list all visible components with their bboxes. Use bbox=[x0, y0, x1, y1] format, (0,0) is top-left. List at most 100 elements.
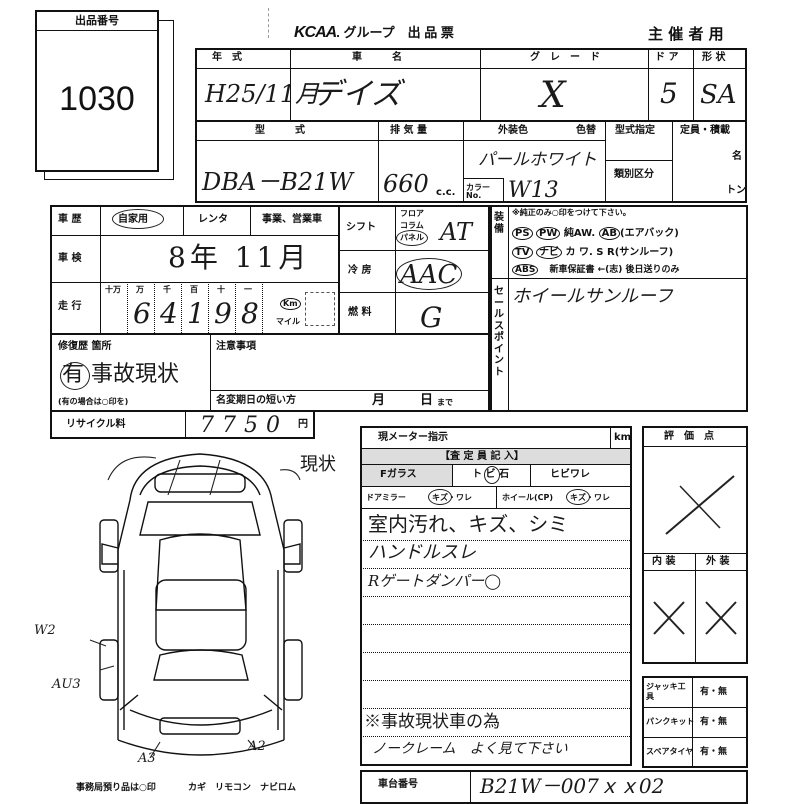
lot-number-box: 出品番号 1030 bbox=[35, 10, 159, 172]
mileage-digit-10k: 6 bbox=[133, 297, 151, 330]
recycle-digit-1: 7 bbox=[200, 413, 214, 438]
km-unit: Km bbox=[280, 298, 301, 310]
shape-label: 形 状 bbox=[702, 52, 726, 63]
score-label: 評 価 点 bbox=[664, 431, 714, 442]
eq-alloy-wheel: 純AW. bbox=[563, 228, 596, 239]
class-label: 類別区分 bbox=[614, 169, 654, 180]
car-diagram bbox=[89, 453, 303, 759]
shift-label: シフト bbox=[346, 222, 376, 233]
mileage-digit-100: 1 bbox=[187, 297, 205, 330]
digit-label-1: 一 bbox=[244, 285, 252, 294]
spare-tire-value: 有・無 bbox=[700, 747, 728, 757]
recycle-unit: 円 bbox=[298, 419, 308, 430]
score-cross bbox=[665, 475, 735, 535]
eq-pw: PW bbox=[536, 227, 561, 240]
displacement-value: 660 bbox=[383, 170, 429, 198]
floor-label: フロア bbox=[400, 209, 424, 218]
shape-value: SA bbox=[700, 80, 737, 110]
capacity-unit-ton: トン bbox=[726, 185, 746, 196]
year-value: H25/11月 bbox=[205, 80, 320, 108]
wheel-circle bbox=[566, 489, 590, 505]
diagram-note: 現状 bbox=[300, 454, 336, 475]
inspector-label-band bbox=[362, 449, 630, 464]
repair-notes-table bbox=[50, 335, 490, 412]
eq-airbag-note: (エアバック) bbox=[620, 228, 679, 239]
door-mirror-label: ドアミラー bbox=[366, 493, 406, 502]
model-label: 型 式 bbox=[255, 125, 305, 136]
crack-label: ヒビワレ bbox=[550, 469, 590, 480]
shift-value: AT bbox=[440, 218, 473, 246]
group-title: . グループ 出 品 票 bbox=[336, 25, 454, 40]
fuel-label: 燃 料 bbox=[348, 307, 372, 318]
color-change-label: 色替 bbox=[576, 125, 596, 136]
office-items-label: 事務局預り品は○印 bbox=[76, 783, 156, 793]
fuel-value: G bbox=[420, 301, 443, 334]
diagram-mark-a2: A2 bbox=[248, 739, 266, 754]
wheel-damage: キズ・ワレ bbox=[570, 493, 610, 502]
recycle-digit-2: 7 bbox=[222, 413, 236, 438]
change-until: まで bbox=[437, 398, 453, 407]
floor-circle bbox=[396, 230, 428, 246]
recycle-table bbox=[50, 412, 315, 439]
history-label: 車 歴 bbox=[58, 214, 82, 225]
eq-sunroof: S R bbox=[596, 247, 615, 258]
diagram-mark-au3: AU3 bbox=[52, 677, 81, 692]
chip-circle bbox=[484, 466, 500, 484]
eq-warranty-later: 後日送りのみ bbox=[625, 265, 680, 275]
repair-sub-label: (有の場合は○印を) bbox=[58, 397, 129, 406]
diagram-mark-a3: A3 bbox=[138, 751, 156, 766]
equipment-line-1: PS PW 純AW. AB(エアバック) bbox=[512, 224, 679, 240]
mileage-digit-10: 9 bbox=[214, 297, 232, 330]
comment-line-8: ※事故現状車の為 bbox=[364, 712, 500, 732]
mileage-digit-1k: 4 bbox=[160, 297, 178, 330]
equipment-note: ※純正のみ○印をつけて下さい。 bbox=[512, 208, 631, 217]
eq-ps: PS bbox=[512, 227, 533, 240]
door-value: 5 bbox=[660, 77, 678, 110]
eq-leather: カ ワ. bbox=[565, 247, 593, 258]
jack-label: ジャッキ工具 bbox=[646, 682, 686, 702]
grade-value: X bbox=[540, 75, 566, 116]
spare-tire-label: スペアタイヤ bbox=[646, 747, 694, 756]
lot-number-label: 出品番号 bbox=[75, 14, 119, 27]
model-value: DBA－B21W bbox=[202, 168, 354, 196]
f-glass-label: Fガラス bbox=[380, 469, 417, 480]
chassis-label: 車台番号 bbox=[378, 779, 418, 790]
puncture-kit-label: パンクキット bbox=[646, 717, 695, 726]
comment-line-2: ハンドルスレ bbox=[368, 542, 476, 563]
name-label: 車 名 bbox=[352, 52, 402, 63]
recycle-label: リサイクル料 bbox=[66, 419, 126, 430]
eq-warranty: 新車保証書 bbox=[549, 265, 595, 275]
sales-point-value: ホイールサンルーフ bbox=[512, 286, 673, 307]
rental-label: レンタ bbox=[198, 214, 228, 225]
inspection-label: 車 検 bbox=[58, 253, 82, 264]
shift-table bbox=[340, 205, 490, 335]
notes-label: 注意事項 bbox=[216, 341, 256, 352]
history-table bbox=[50, 205, 340, 335]
interior-cross bbox=[653, 601, 685, 635]
jack-table bbox=[642, 676, 748, 768]
comment-line-3: Rゲートダンパー◯ bbox=[368, 572, 502, 590]
exterior-cross bbox=[705, 601, 737, 635]
eq-warranty-mark: ←(志) bbox=[597, 265, 623, 275]
organizer-label: 主 催 者 用 bbox=[648, 25, 724, 43]
chassis-value: B21W－007ｘｘ02 bbox=[480, 774, 665, 798]
door-label: ド ア bbox=[655, 52, 679, 63]
eq-tv: TV bbox=[512, 246, 533, 259]
own-use-circle bbox=[112, 209, 164, 229]
ac-circle bbox=[396, 258, 462, 290]
color-value: パールホワイト bbox=[478, 150, 597, 170]
digit-label-10: 十 bbox=[217, 285, 225, 294]
color-label: 外装色 bbox=[498, 125, 528, 136]
jack-value: 有・無 bbox=[700, 687, 728, 697]
vehicle-info-table bbox=[195, 48, 747, 203]
car-name-value: デイズ bbox=[312, 77, 402, 112]
change-period-label: 名変期日の短い方 bbox=[216, 395, 296, 406]
column-label: コラム bbox=[400, 221, 424, 230]
mileage-label: 走 行 bbox=[58, 301, 82, 312]
lot-number: 1030 bbox=[59, 80, 135, 118]
digit-label-10k: 万 bbox=[136, 285, 144, 294]
f-glass-band bbox=[362, 465, 452, 486]
capacity-label: 定員・積載 bbox=[680, 125, 730, 136]
brand-logo: KCAA bbox=[294, 24, 337, 41]
mileage-digit-1: 8 bbox=[241, 297, 259, 330]
